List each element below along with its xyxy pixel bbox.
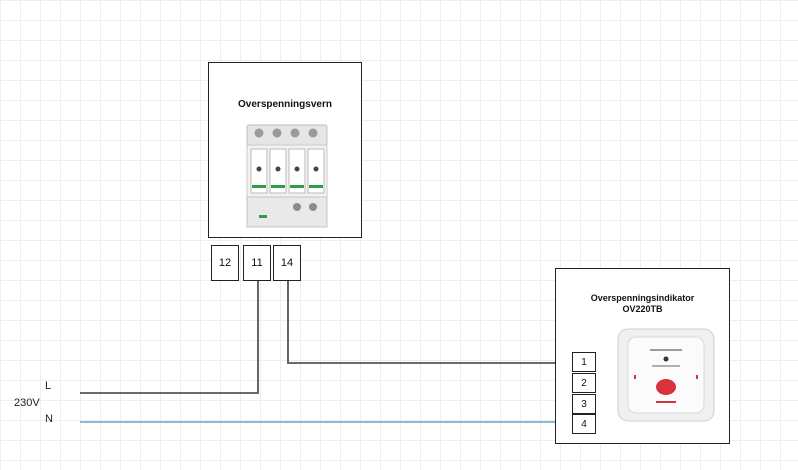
- terminal-12: 12: [211, 245, 239, 281]
- surge-protector-device-image: [246, 124, 328, 228]
- indicator-terminal-3: 3: [572, 394, 596, 414]
- indicator-terminal-2: 2: [572, 373, 596, 393]
- indicator-terminal-4: 4: [572, 414, 596, 434]
- indicator-device-image: [617, 328, 715, 422]
- indicator-title-line1: Overspenningsindikator: [590, 293, 695, 303]
- surge-protector-title: Overspenningsvern: [238, 99, 332, 110]
- voltage-label: 230V: [14, 397, 40, 409]
- line-label: L: [45, 380, 52, 392]
- line-wire: [80, 281, 259, 394]
- indicator-terminal-1: 1: [572, 352, 596, 372]
- neutral-label: N: [45, 413, 53, 425]
- surge-protector-box: Overspenningsvern: [208, 62, 362, 238]
- signal-wire: [287, 281, 572, 364]
- terminal-14: 14: [273, 245, 301, 281]
- indicator-title-line2: OV220TB: [622, 304, 663, 314]
- terminal-11: 11: [243, 245, 271, 281]
